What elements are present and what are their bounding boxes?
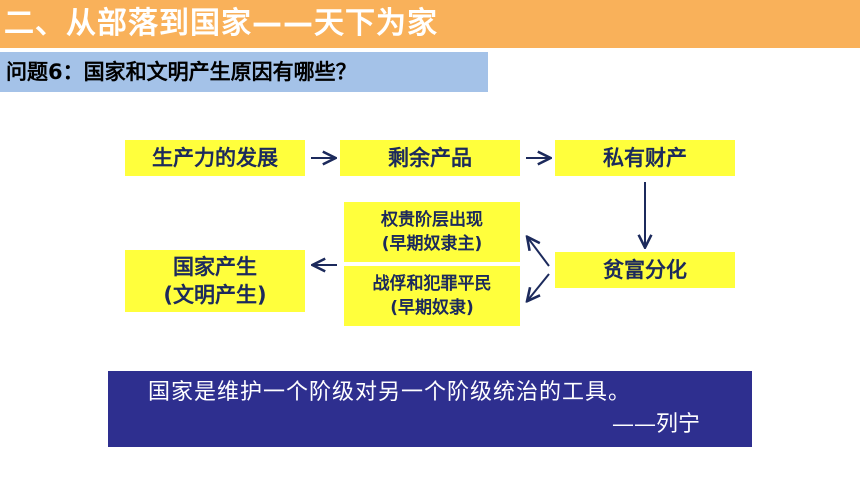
box-state: 国家产生 (文明产生) — [125, 250, 305, 312]
box-wealth-gap-label: 贫富分化 — [603, 258, 687, 282]
quote-panel — [108, 371, 752, 447]
page-title: 二、从部落到国家——天下为家 — [4, 6, 438, 41]
arrow-wealth-gap-to-captives — [528, 273, 550, 300]
box-wealth-gap: 贫富分化 — [555, 252, 735, 288]
box-productivity-label: 生产力的发展 — [152, 146, 278, 170]
box-nobles-line1: 权贵阶层出现 — [381, 210, 483, 230]
arrow-wealth-gap-to-nobles — [528, 238, 550, 267]
box-state-line2: (文明产生) — [163, 283, 267, 307]
box-nobles-line2: (早期奴隶主) — [381, 234, 483, 254]
box-nobles: 权贵阶层出现 (早期奴隶主) — [344, 202, 520, 262]
box-private-property-label: 私有财产 — [603, 146, 687, 170]
box-captives-line1: 战俘和犯罪平民 — [372, 274, 492, 294]
box-surplus: 剩余产品 — [340, 140, 520, 176]
box-private-property: 私有财产 — [555, 140, 735, 176]
quote-author: ——列宁 — [612, 412, 701, 437]
question-band — [0, 52, 488, 92]
box-captives: 战俘和犯罪平民 (早期奴隶) — [344, 266, 520, 326]
box-productivity: 生产力的发展 — [125, 140, 305, 176]
question-text: 问题6：国家和文明产生原因有哪些？ — [6, 60, 357, 84]
box-surplus-label: 剩余产品 — [388, 146, 472, 170]
quote-text: 国家是维护一个阶级对另一个阶级统治的工具。 — [148, 380, 632, 405]
box-captives-line2: (早期奴隶) — [390, 298, 474, 318]
box-state-line1: 国家产生 — [173, 255, 257, 279]
header-band — [0, 0, 860, 48]
